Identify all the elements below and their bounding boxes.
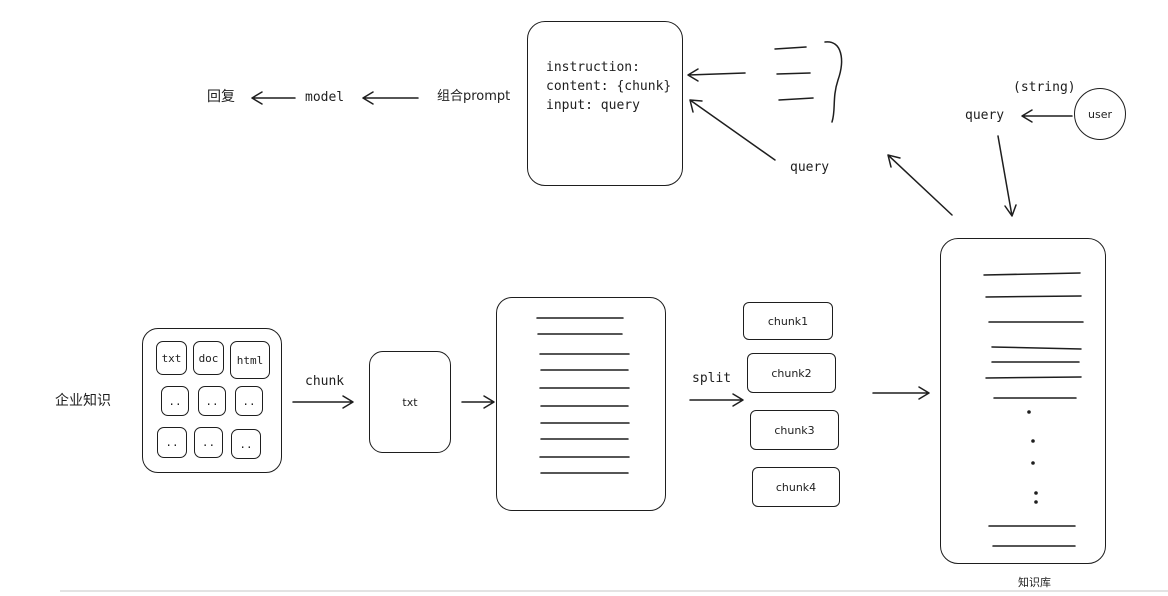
string-type-label: (string) — [1013, 80, 1076, 95]
arrow-kb-to-query — [887, 154, 953, 216]
kb-ellipsis-dot — [1031, 439, 1035, 443]
knowledge-base-box — [940, 238, 1106, 564]
prompt-line-instruction: instruction: — [546, 60, 640, 75]
file-cell-txt: txt — [156, 341, 187, 375]
user-node: user — [1074, 88, 1126, 140]
kb-ellipsis-dot — [1027, 410, 1031, 414]
knowledge-base-label: 知识库 — [1018, 576, 1051, 589]
kb-ellipsis-dot — [1034, 491, 1038, 495]
file-cell-doc: doc — [193, 341, 224, 375]
file-cell-html: html — [230, 341, 270, 379]
kb-content-lines — [983, 272, 1084, 547]
txt-box: txt — [369, 351, 451, 453]
reply-label: 回复 — [207, 89, 235, 105]
file-cell-placeholder: .. — [231, 429, 261, 459]
enterprise-knowledge-label: 企业知识 — [55, 393, 111, 409]
combine-prompt-label: 组合prompt — [437, 89, 511, 104]
file-cell-placeholder: .. — [235, 386, 263, 416]
arrow-model-to-reply — [251, 91, 296, 105]
chunk-box-1: chunk1 — [743, 302, 833, 340]
brace-icon — [824, 41, 843, 123]
prompt-box: instruction: content: {chunk} input: que… — [527, 21, 683, 186]
txt-box-label: txt — [402, 395, 418, 409]
arrow-user-to-query — [1021, 109, 1073, 123]
model-label: model — [305, 90, 345, 105]
file-cell-placeholder: .. — [198, 386, 226, 416]
arrow-txt-to-doc — [461, 395, 495, 409]
arrow-files-to-txt — [292, 395, 354, 409]
file-cell-placeholder: .. — [194, 427, 223, 458]
doc-content-lines — [536, 317, 630, 474]
chunk-box-2: chunk2 — [747, 353, 836, 393]
kb-ellipsis-dot — [1031, 461, 1035, 465]
arrow-doc-to-chunks — [689, 393, 744, 407]
arrow-doclines-to-prompt — [687, 68, 746, 82]
file-grid-box: txt doc html .. .. .. .. .. .. — [142, 328, 282, 473]
file-cell-placeholder: .. — [161, 386, 189, 416]
text-document-box — [496, 297, 666, 511]
prompt-line-input: input: query — [546, 98, 640, 113]
prompt-line-content: content: {chunk} — [546, 79, 672, 94]
file-cell-placeholder: .. — [157, 427, 187, 458]
chunk-box-4: chunk4 — [752, 467, 840, 507]
arrow-query-to-prompt — [689, 99, 776, 161]
arrow-prompt-to-model — [362, 91, 419, 105]
kb-ellipsis-dot — [1034, 500, 1038, 504]
arrow-query-to-kb — [997, 135, 1017, 217]
split-label: split — [692, 371, 732, 386]
doc-lines-icon — [774, 46, 814, 101]
chunk-arrow-label: chunk — [305, 374, 345, 389]
chunk-box-3: chunk3 — [750, 410, 839, 450]
user-label: user — [1088, 107, 1112, 121]
arrow-chunks-to-kb — [872, 386, 930, 400]
query-label-right: query — [965, 108, 1005, 123]
query-label-middle: query — [790, 160, 830, 175]
